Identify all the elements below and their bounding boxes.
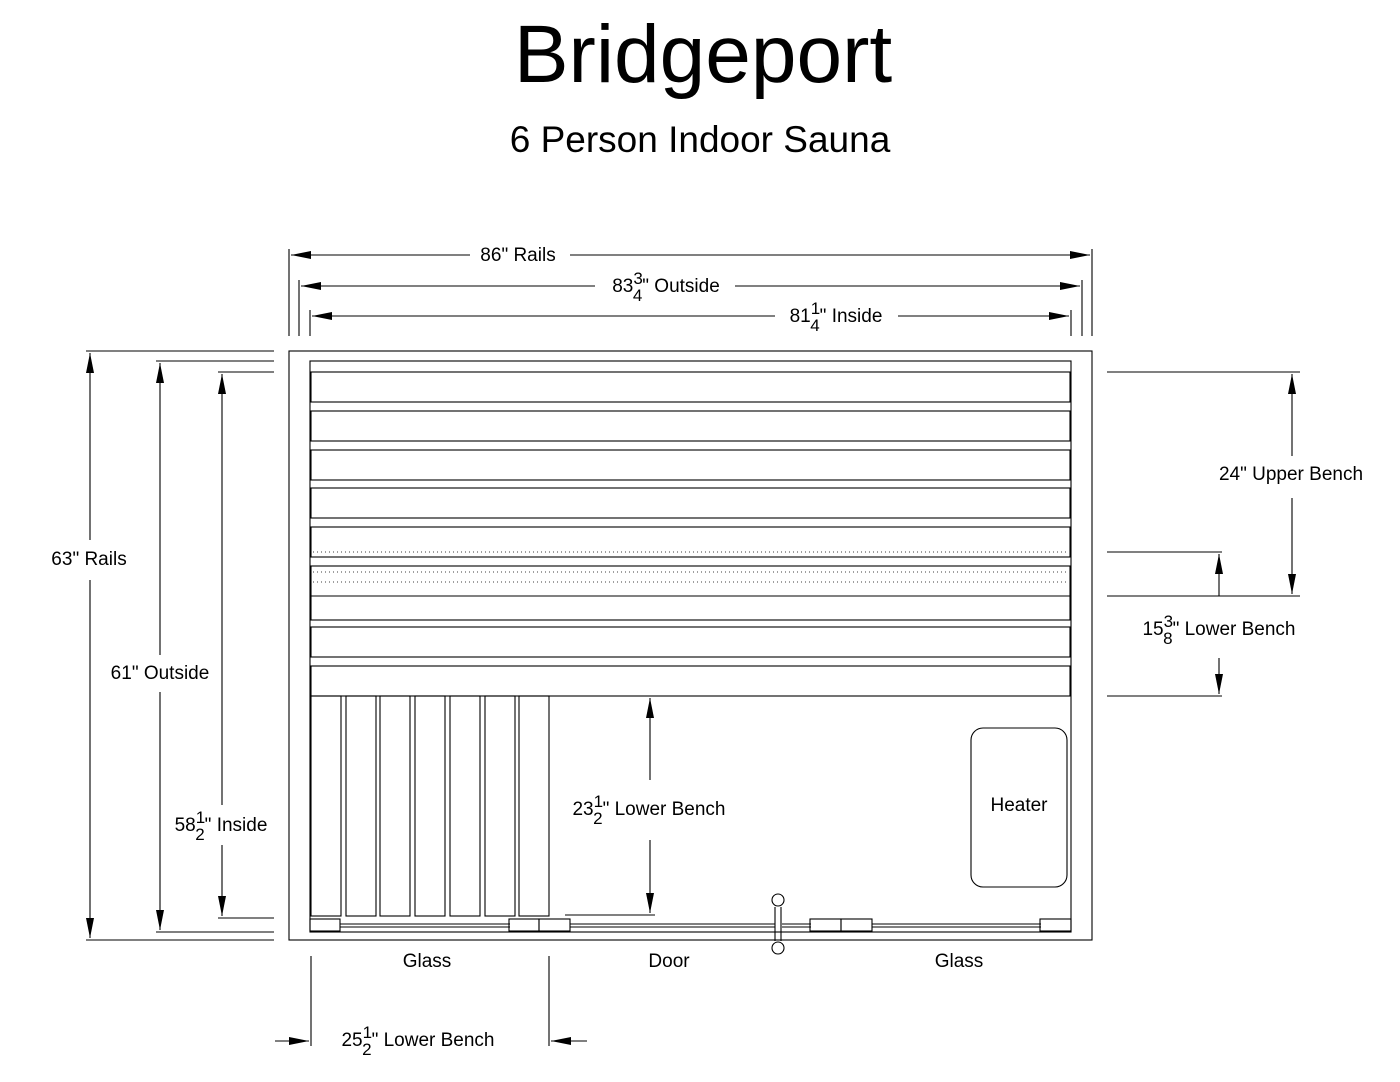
dimension-denominator: 4 — [633, 286, 642, 305]
bench-slat — [310, 371, 1071, 403]
outer-rails-frame — [288, 350, 1093, 941]
dimension-denominator: 2 — [362, 1040, 371, 1059]
side-lower-bench — [310, 695, 550, 917]
dimension-suffix: " Upper Bench — [1240, 464, 1363, 485]
dimension-denominator: 4 — [810, 316, 819, 335]
dimension-whole: 63 — [51, 549, 72, 570]
bench-slat — [310, 449, 1071, 481]
bench-slat — [310, 695, 342, 917]
bench-dimension-lines — [1107, 371, 1300, 697]
glass-right-label: Glass — [935, 951, 984, 972]
dimension-numerator: 1 — [363, 1023, 372, 1042]
dimension-suffix: " Inside — [820, 306, 883, 327]
dimension-whole: 25 — [341, 1030, 362, 1051]
dimension-numerator: 1 — [594, 792, 603, 811]
dimension-whole: 15 — [1142, 619, 1163, 640]
heater-unit — [970, 727, 1068, 888]
heater-label: Heater — [990, 795, 1048, 816]
bench-slat — [310, 565, 1071, 621]
dimension-whole: 86 — [480, 245, 501, 266]
dimension-numerator: 3 — [633, 269, 642, 288]
width-dimension-lines — [288, 249, 1093, 336]
dimension-suffix: " Inside — [205, 815, 268, 836]
center-bench-dimension-lines — [565, 698, 655, 916]
bottom-bench-dimension-lines — [275, 956, 587, 1046]
bench-slat — [414, 695, 446, 917]
rails-width-label: 86" Rails — [480, 245, 555, 266]
upper-bench-depth-label: 24" Upper Bench — [1219, 464, 1363, 485]
glass-clamp — [309, 918, 341, 932]
door-label: Door — [648, 951, 690, 972]
dimension-whole: 58 — [175, 815, 196, 836]
lower-bench — [310, 565, 1071, 697]
bench-slat — [310, 665, 1071, 697]
bench-slat — [484, 695, 516, 917]
dimension-suffix: " Rails — [72, 549, 126, 570]
page-subtitle: 6 Person Indoor Sauna — [510, 119, 891, 160]
depth-dimension-lines — [86, 350, 274, 941]
front-wall — [309, 893, 1072, 955]
bench-slat — [310, 626, 1071, 658]
dimension-suffix: " Outside — [642, 276, 720, 297]
upper-bench — [310, 371, 1071, 558]
dimension-numerator: 3 — [1164, 612, 1173, 631]
dimension-whole: 23 — [572, 799, 593, 820]
glass-clamp — [809, 918, 842, 932]
dimension-numerator: 1 — [811, 299, 820, 318]
dimension-suffix: " Lower Bench — [1173, 619, 1296, 640]
dimension-whole: 83 — [612, 276, 633, 297]
dimension-suffix: " Lower Bench — [372, 1030, 495, 1051]
rails-depth-label: 63" Rails — [51, 549, 126, 570]
dimension-denominator: 2 — [195, 825, 204, 844]
bench-slat — [310, 526, 1071, 558]
dimension-whole: 81 — [790, 306, 811, 327]
glass-left-label: Glass — [403, 951, 452, 972]
outside-depth-label: 61" Outside — [111, 663, 210, 684]
bench-slat — [518, 695, 550, 917]
dimension-whole: 61 — [111, 663, 132, 684]
dimension-denominator: 2 — [593, 809, 602, 828]
dimension-suffix: " Outside — [132, 663, 210, 684]
dimension-whole: 24 — [1219, 464, 1241, 485]
bench-slat — [345, 695, 377, 917]
bench-slat — [310, 410, 1071, 442]
dimension-numerator: 1 — [196, 808, 205, 827]
glass-clamp — [840, 918, 873, 932]
page-title: Bridgeport — [514, 9, 893, 100]
bench-slat — [449, 695, 481, 917]
bench-slat — [379, 695, 411, 917]
dimension-suffix: " Rails — [501, 245, 555, 266]
glass-clamp — [1039, 918, 1072, 932]
dimension-suffix: " Lower Bench — [603, 799, 726, 820]
bench-slat — [310, 487, 1071, 519]
glass-clamp — [538, 918, 571, 932]
door-handle — [771, 893, 785, 955]
dimension-denominator: 8 — [1163, 629, 1172, 648]
glass-clamp — [508, 918, 540, 932]
inside-wall-outline — [309, 360, 1072, 933]
